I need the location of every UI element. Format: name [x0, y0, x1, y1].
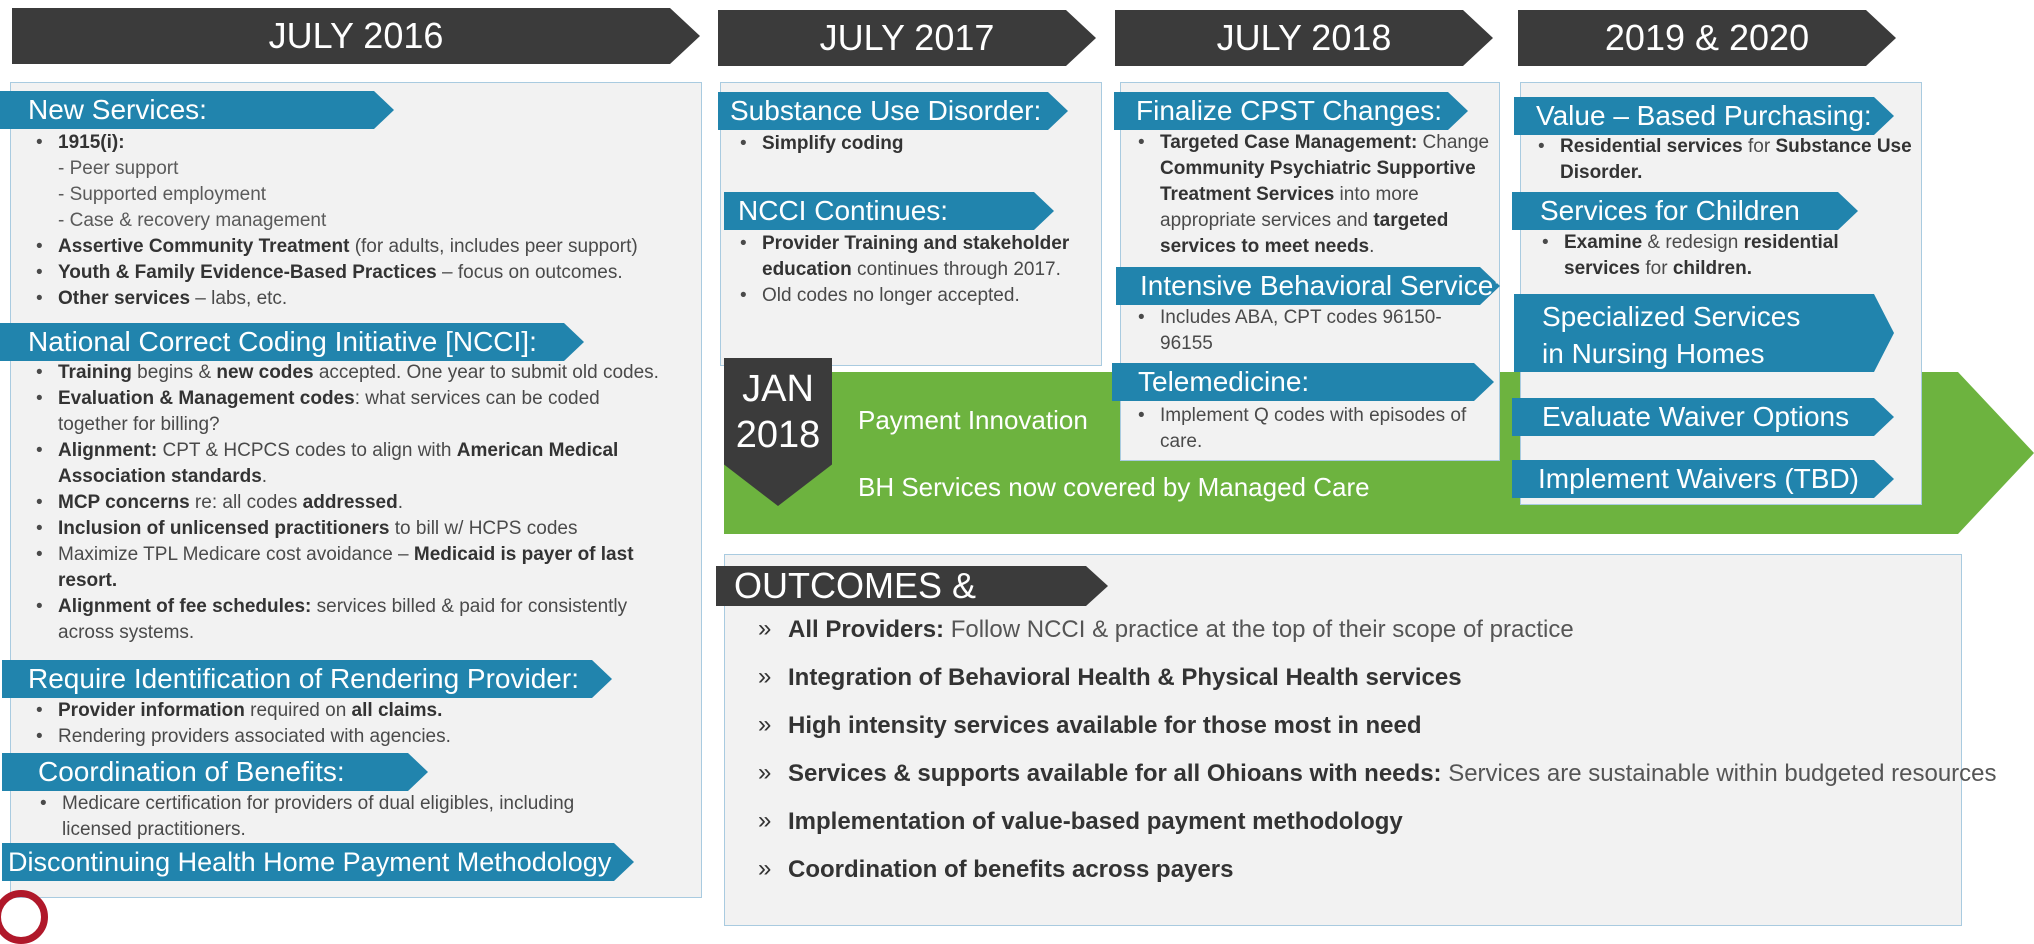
- list-item: Youth & Family Evidence-Based Practices …: [30, 260, 690, 286]
- tag-value-based-purchasing: Value – Based Purchasing:: [1514, 97, 1894, 135]
- children-list: Examine & redesign residential services …: [1536, 230, 1906, 282]
- list-item: - Peer support: [58, 158, 179, 179]
- list-item: Inclusion of unlicensed practitioners to…: [30, 516, 690, 542]
- outcome-item: Services & supports available for all Oh…: [758, 757, 1997, 806]
- list-item: Includes ABA, CPT codes 96150-96155: [1132, 305, 1472, 357]
- list-item: Provider Training and stakeholder educat…: [734, 231, 1094, 283]
- tag-ncci: National Correct Coding Initiative [NCCI…: [0, 323, 584, 361]
- tag-finalize-cpst: Finalize CPST Changes:: [1114, 92, 1468, 130]
- tag-evaluate-waiver-options: Evaluate Waiver Options: [1512, 398, 1894, 436]
- managed-care-text: BH Services now covered by Managed Care: [858, 472, 1370, 502]
- list-item: - Case & recovery management: [58, 210, 327, 231]
- tag-coordination-of-benefits: Coordination of Benefits:: [2, 753, 428, 791]
- list-item: Targeted Case Management: Change Communi…: [1132, 130, 1492, 260]
- list-item: Residential services for Substance Use D…: [1532, 134, 1912, 186]
- list-item: Maximize TPL Medicare cost avoidance – M…: [30, 542, 678, 594]
- header-2019-2020: 2019 & 2020: [1518, 10, 1896, 66]
- outcomes-list: All Providers: Follow NCCI & practice at…: [758, 613, 1997, 902]
- payment-innovation: Payment Innovation: [858, 405, 1088, 435]
- telemedicine-list: Implement Q codes with episodes of care.: [1132, 403, 1482, 455]
- jan-year: 2018: [735, 414, 821, 456]
- ibs-list: Includes ABA, CPT codes 96150-96155: [1132, 305, 1472, 357]
- list-item: MCP concerns re: all codes addressed.: [30, 490, 690, 516]
- header-july-2018: JULY 2018: [1115, 10, 1493, 66]
- list-item: Other services – labs, etc.: [30, 286, 690, 312]
- outcome-item: Implementation of value-based payment me…: [758, 805, 1997, 854]
- tag-intensive-behavioral-service: Intensive Behavioral Service:: [1116, 267, 1500, 305]
- outcome-item: High intensity services available for th…: [758, 709, 1997, 758]
- new-services-list: 1915(i): - Peer support - Supported empl…: [30, 130, 690, 312]
- list-item: Implement Q codes with episodes of care.: [1132, 403, 1482, 455]
- list-item: Medicare certification for providers of …: [34, 791, 634, 843]
- ncci-continues-list: Provider Training and stakeholder educat…: [734, 231, 1094, 309]
- jan-label: JAN: [742, 368, 814, 410]
- outcome-item: Coordination of benefits across payers: [758, 853, 1997, 902]
- header-july-2017: JULY 2017: [718, 10, 1096, 66]
- tag-specialized-nursing-homes: Specialized Services in Nursing Homes: [1514, 294, 1894, 372]
- rendering-list: Provider information required on all cla…: [30, 698, 690, 750]
- cob-list: Medicare certification for providers of …: [34, 791, 634, 843]
- tag-implement-waivers: Implement Waivers (TBD): [1512, 460, 1894, 498]
- list-item: Assertive Community Treatment (for adult…: [30, 234, 690, 260]
- tag-ncci-continues: NCCI Continues:: [724, 192, 1054, 230]
- list-item: Simplify coding: [734, 131, 1094, 157]
- list-item: 1915(i):: [30, 130, 690, 156]
- tag-discontinuing-health-home: Discontinuing Health Home Payment Method…: [2, 843, 634, 881]
- tag-new-services: New Services:: [0, 91, 394, 129]
- list-item: Alignment of fee schedules: services bil…: [30, 594, 678, 646]
- header-july-2016: JULY 2016: [12, 8, 700, 64]
- sud-list: Simplify coding: [734, 131, 1094, 157]
- list-item: Evaluation & Management codes: what serv…: [30, 386, 668, 438]
- list-item: Old codes no longer accepted.: [734, 283, 1094, 309]
- list-item: Provider information required on all cla…: [30, 698, 690, 724]
- tag-services-for-children: Services for Children: [1512, 192, 1858, 230]
- list-item: - Supported employment: [58, 184, 267, 205]
- list-item: Training begins & new codes accepted. On…: [30, 360, 690, 386]
- ncci-list: Training begins & new codes accepted. On…: [30, 360, 690, 646]
- outcome-item: All Providers: Follow NCCI & practice at…: [758, 613, 1997, 662]
- outcome-item: Integration of Behavioral Health & Physi…: [758, 661, 1997, 710]
- tag-telemedicine: Telemedicine:: [1112, 363, 1494, 401]
- cpst-list: Targeted Case Management: Change Communi…: [1132, 130, 1492, 260]
- ohio-logo-fragment: [0, 890, 48, 944]
- list-item: Rendering providers associated with agen…: [30, 724, 690, 750]
- tag-rendering-provider: Require Identification of Rendering Prov…: [2, 660, 612, 698]
- tag-substance-use-disorder: Substance Use Disorder:: [718, 92, 1068, 130]
- vbp-list: Residential services for Substance Use D…: [1532, 134, 1912, 186]
- list-item: Examine & redesign residential services …: [1536, 230, 1906, 282]
- list-item: Alignment: CPT & HCPCS codes to align wi…: [30, 438, 668, 490]
- outcomes-title: OUTCOMES & VISION:: [716, 566, 1108, 606]
